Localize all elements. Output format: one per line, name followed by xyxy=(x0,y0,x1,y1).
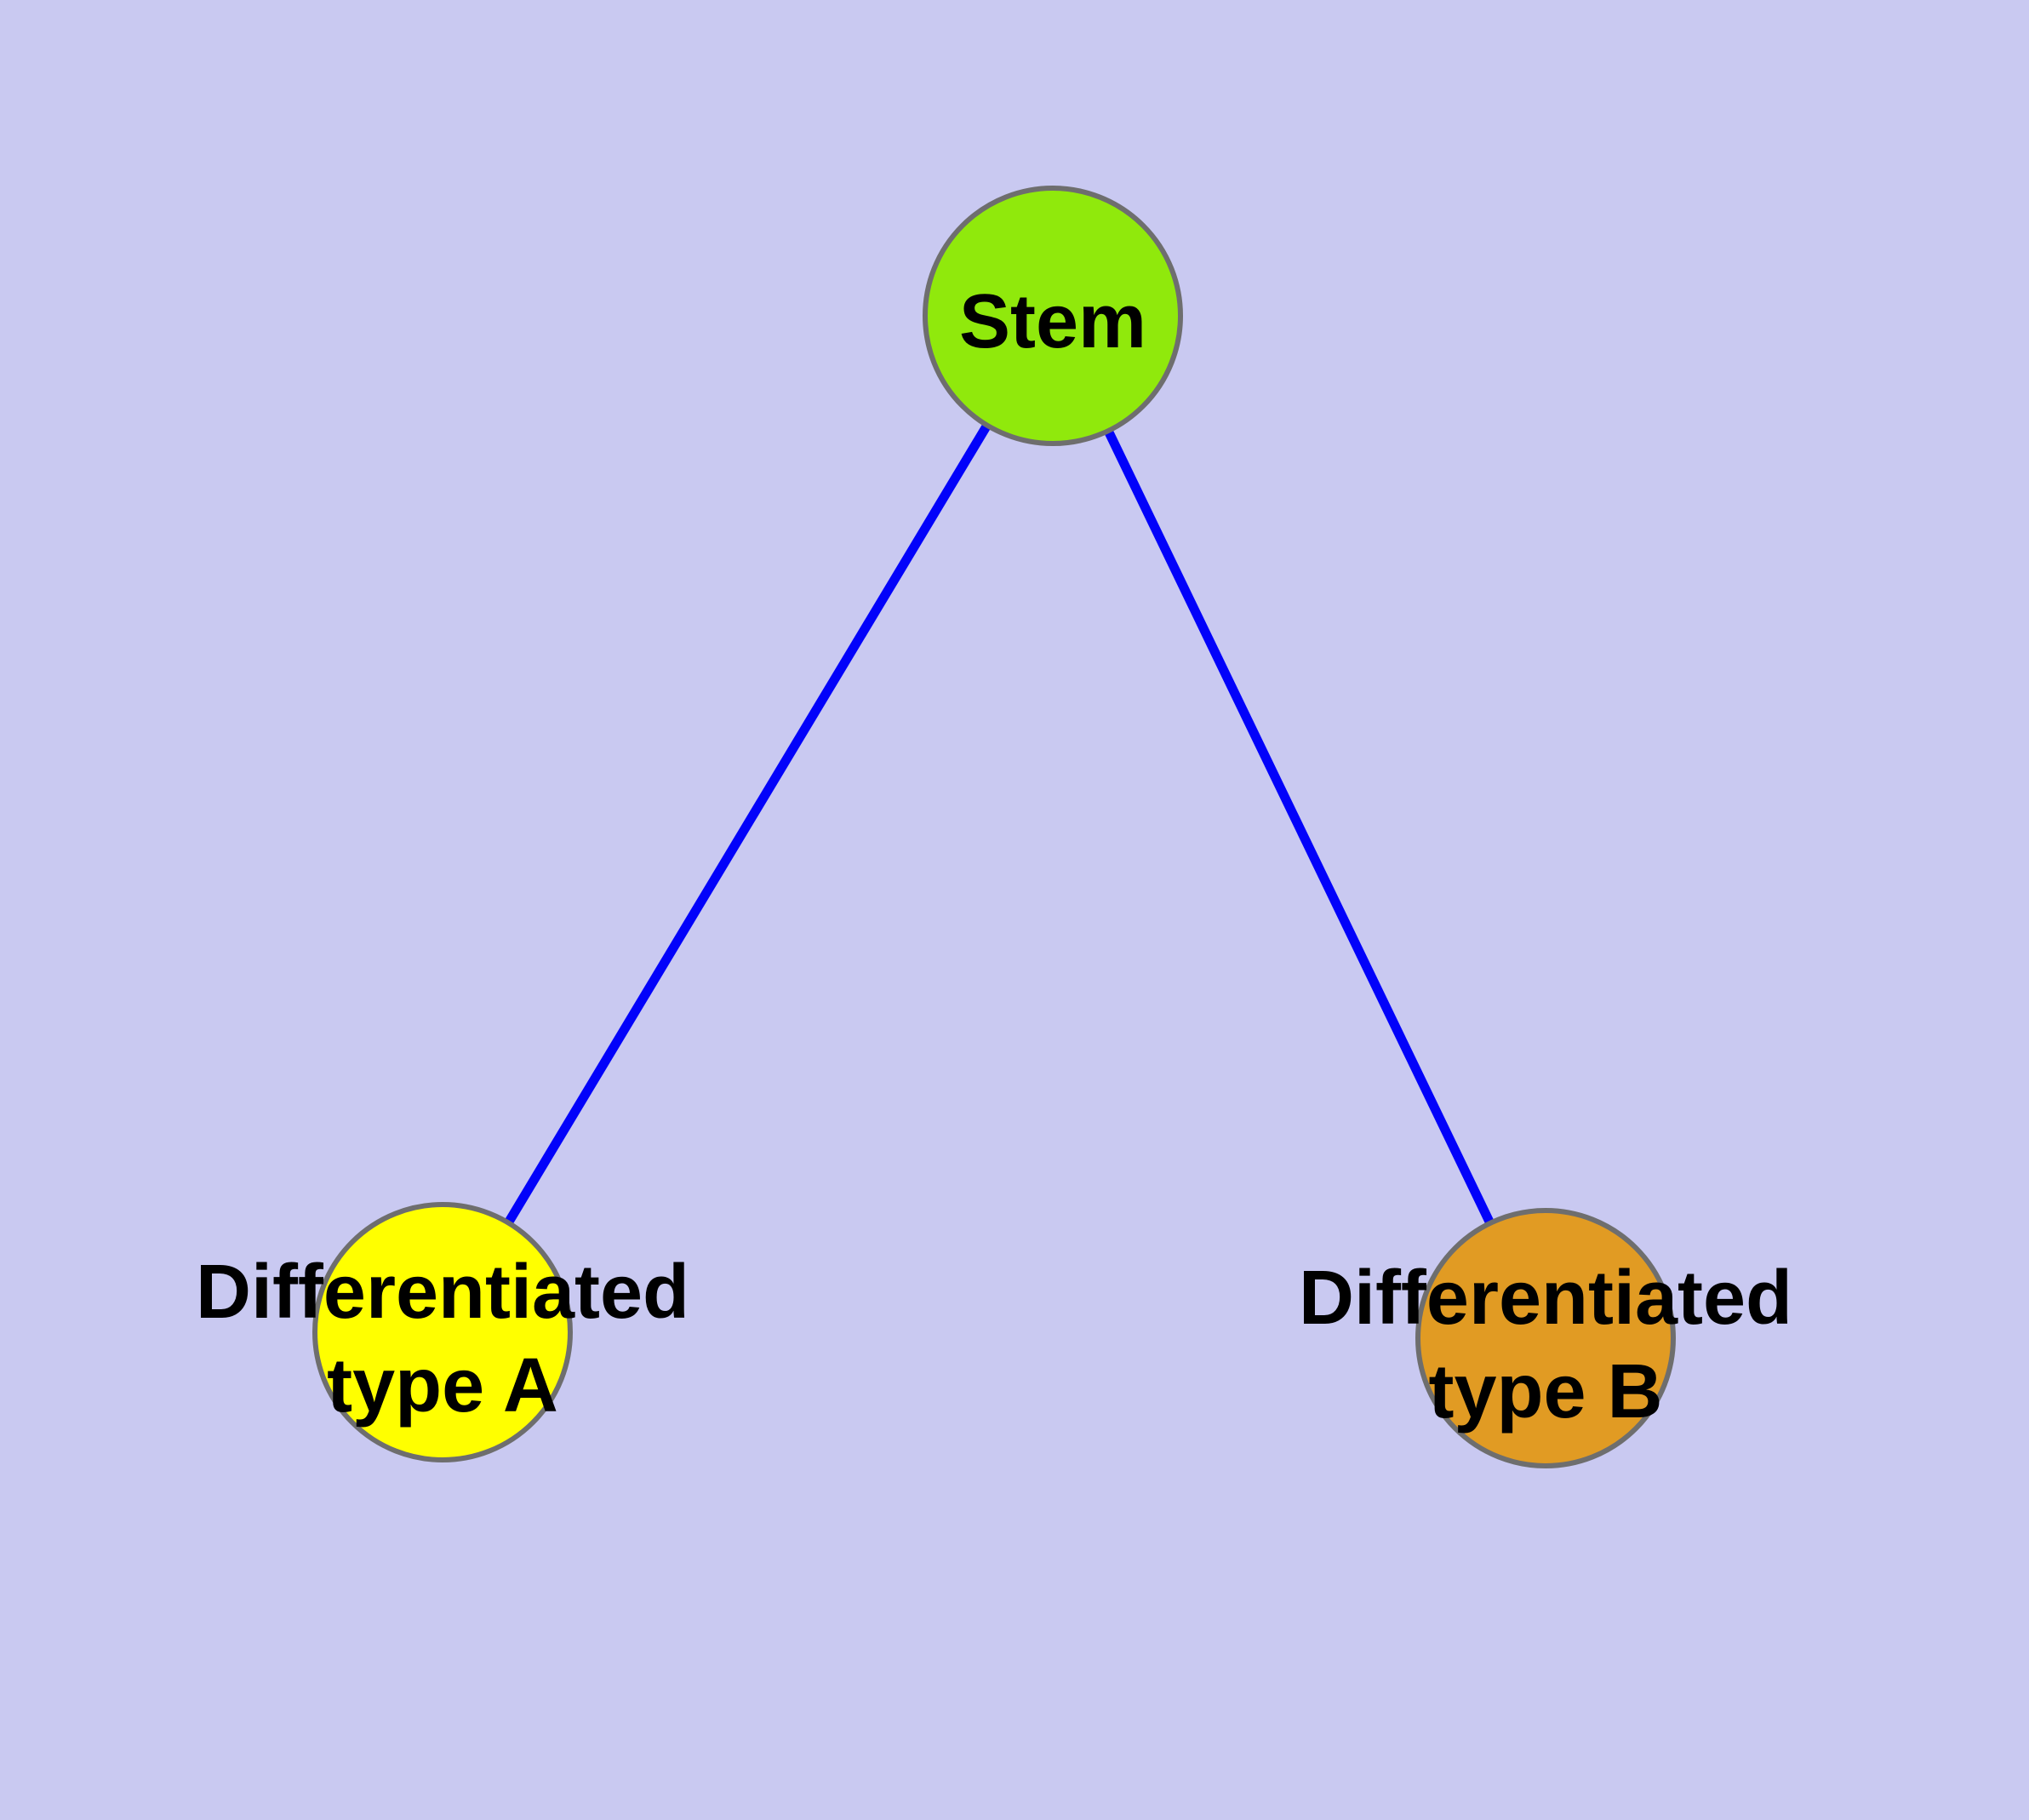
node-stem xyxy=(923,186,1183,446)
node-type-b-label-line2: type B xyxy=(1428,1349,1662,1434)
node-type-a-label-line1: Differentiated xyxy=(196,1250,689,1335)
node-differentiated-type-b xyxy=(1415,1208,1676,1468)
edge-stem-to-type-b xyxy=(1049,313,1550,1341)
node-stem-label: Stem xyxy=(959,279,1146,364)
edge-stem-to-type-a xyxy=(438,313,1057,1335)
node-type-a-label-line2: type A xyxy=(327,1343,558,1428)
node-differentiated-type-a xyxy=(312,1202,573,1462)
node-type-b-label-line1: Differentiated xyxy=(1299,1256,1792,1341)
